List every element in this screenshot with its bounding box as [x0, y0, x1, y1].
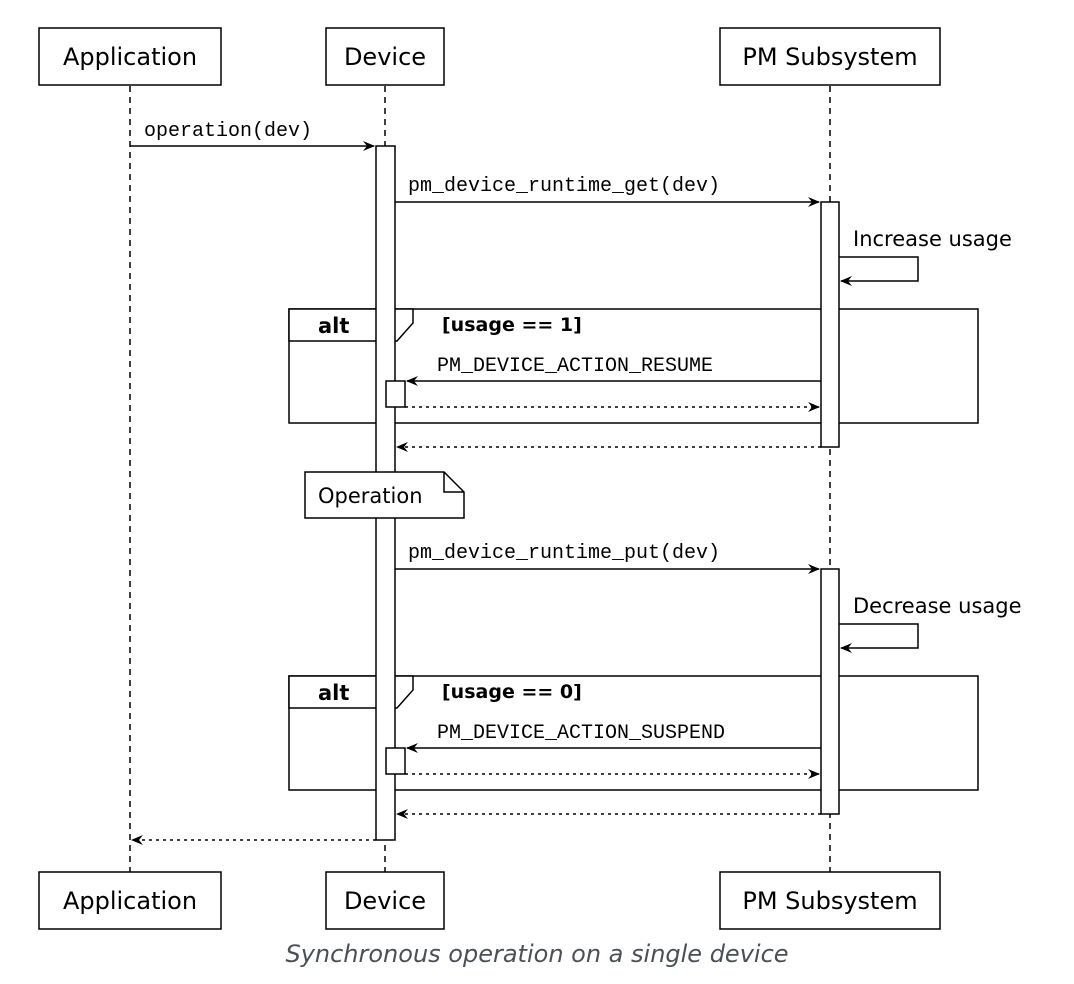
note-label: Operation	[318, 484, 423, 508]
participant-label: PM Subsystem	[742, 43, 917, 71]
participant-label: PM Subsystem	[742, 887, 917, 915]
message-label: PM_DEVICE_ACTION_RESUME	[437, 355, 713, 378]
message-runtime-put: pm_device_runtime_put(dev)	[395, 542, 820, 574]
message-label: Increase usage	[853, 227, 1012, 251]
activation-pm-get	[820, 201, 840, 448]
participant-application-top: Application	[38, 27, 222, 86]
message-action-resume: PM_DEVICE_ACTION_RESUME	[406, 355, 821, 386]
fragment-guard: [usage == 1]	[442, 314, 582, 336]
message-label: pm_device_runtime_put(dev)	[408, 542, 720, 565]
message-action-suspend: PM_DEVICE_ACTION_SUSPEND	[406, 722, 821, 753]
message-label: PM_DEVICE_ACTION_SUSPEND	[437, 722, 725, 745]
participant-pm-subsystem-bottom: PM Subsystem	[719, 871, 941, 930]
message-operation: operation(dev)	[130, 120, 375, 151]
message-label: Decrease usage	[853, 594, 1022, 618]
fragment-operator: alt	[318, 681, 349, 705]
participant-device-top: Device	[325, 27, 445, 86]
fragment-guard: [usage == 0]	[442, 681, 582, 703]
participant-label: Device	[344, 43, 426, 71]
participant-label: Device	[344, 887, 426, 915]
message-label: operation(dev)	[144, 120, 312, 143]
activation-pm-put	[820, 568, 840, 815]
participant-label: Application	[63, 887, 197, 915]
participant-device-bottom: Device	[325, 871, 445, 930]
message-label: pm_device_runtime_get(dev)	[408, 175, 720, 198]
participant-application-bottom: Application	[38, 871, 222, 930]
activation-device-suspend	[385, 747, 406, 775]
activation-device-resume	[385, 380, 406, 408]
fragment-operator: alt	[318, 314, 349, 338]
message-runtime-get: pm_device_runtime_get(dev)	[395, 175, 820, 207]
participant-pm-subsystem-top: PM Subsystem	[719, 27, 941, 86]
figure-caption: Synchronous operation on a single device	[285, 940, 789, 968]
note-operation: Operation	[304, 471, 465, 519]
participant-label: Application	[63, 43, 197, 71]
message-decrease-usage: Decrease usage	[839, 594, 1022, 653]
message-increase-usage: Increase usage	[839, 227, 1012, 286]
